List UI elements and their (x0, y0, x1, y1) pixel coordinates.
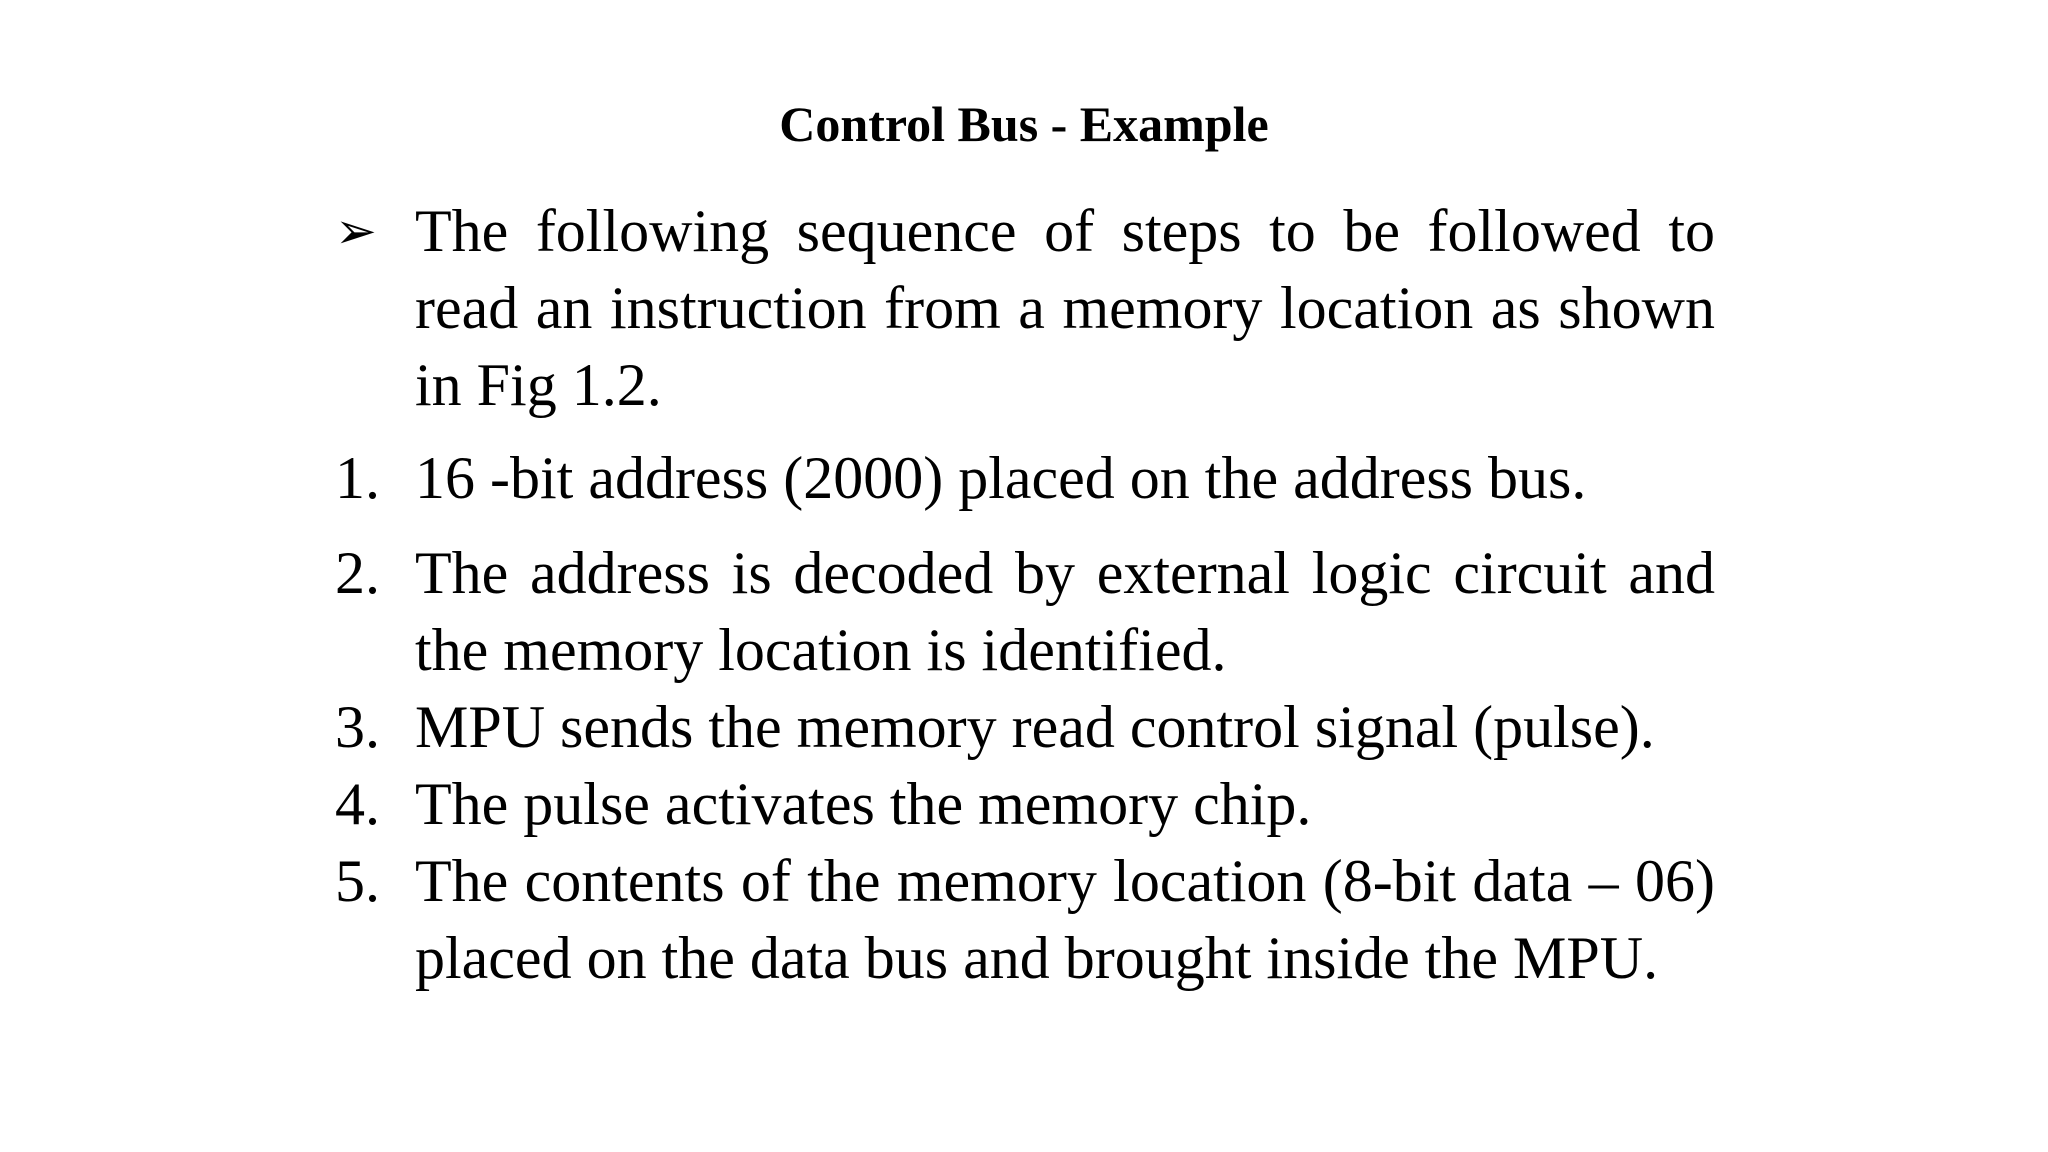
step-item-5: 5. The contents of the memory location (… (335, 843, 1715, 997)
bullet-text: The following sequence of steps to be fo… (415, 198, 1715, 418)
step-text: 16 -bit address (2000) placed on the add… (415, 445, 1587, 511)
step-text: MPU sends the memory read control signal… (415, 694, 1655, 760)
step-number: 2. (335, 540, 380, 606)
slide-title: Control Bus - Example (779, 96, 1269, 152)
bullet-item: ➢ The following sequence of steps to be … (335, 193, 1715, 424)
step-number: 1. (335, 445, 380, 511)
step-item-1: 1. 16 -bit address (2000) placed on the … (335, 440, 1715, 517)
step-number: 3. (335, 694, 380, 760)
step-number: 4. (335, 771, 380, 837)
step-item-4: 4. The pulse activates the memory chip. (335, 766, 1715, 843)
step-number: 5. (335, 848, 380, 914)
slide-body: ➢ The following sequence of steps to be … (335, 193, 1715, 997)
step-item-3: 3. MPU sends the memory read control sig… (335, 689, 1715, 766)
step-text: The pulse activates the memory chip. (415, 771, 1312, 837)
step-text: The contents of the memory location (8-b… (415, 848, 1715, 991)
arrow-bullet-icon: ➢ (335, 202, 377, 260)
step-item-2: 2. The address is decoded by external lo… (335, 535, 1715, 689)
step-text: The address is decoded by external logic… (415, 540, 1715, 683)
